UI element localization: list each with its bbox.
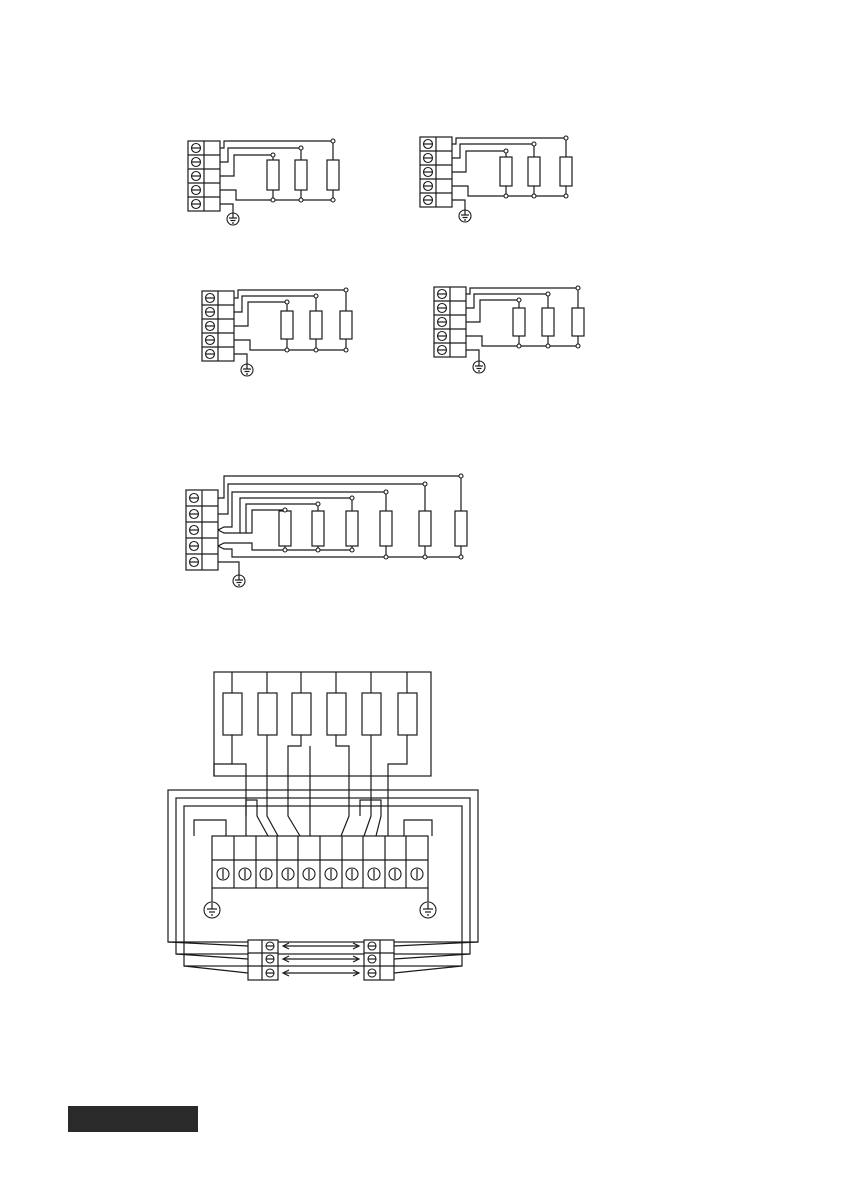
screw-icon — [438, 290, 447, 299]
resistor — [560, 157, 572, 186]
resistor — [380, 511, 392, 546]
earth-icon — [227, 213, 239, 225]
resistor — [542, 308, 554, 336]
resistor — [223, 693, 242, 735]
resistor — [327, 160, 339, 190]
screw-icon — [368, 868, 380, 880]
screw-icon — [206, 336, 215, 345]
diagram-3-load-b — [420, 136, 572, 222]
resistor — [513, 308, 525, 336]
resistor — [572, 308, 584, 336]
screw-icon — [206, 350, 215, 359]
screw-icon — [260, 868, 272, 880]
screw-icon — [346, 868, 358, 880]
screw-icon — [438, 304, 447, 313]
diagram-6-load — [186, 474, 467, 587]
resistor — [419, 511, 431, 546]
earth-icon — [233, 575, 245, 587]
earth-icon — [473, 361, 485, 373]
resistor — [279, 511, 291, 546]
screw-icon — [206, 308, 215, 317]
screw-icon — [438, 346, 447, 355]
terminal-strip — [202, 291, 234, 361]
resistor — [310, 311, 322, 339]
terminal-strip — [420, 137, 452, 207]
screw-icon — [325, 868, 337, 880]
screw-icon — [368, 942, 376, 950]
screw-icon — [190, 510, 199, 519]
diagram-3-load-d — [434, 286, 584, 373]
screw-icon — [192, 172, 201, 181]
terminal-strip — [188, 141, 220, 211]
resistor — [346, 511, 358, 546]
screw-icon — [190, 558, 199, 567]
resistor — [398, 693, 417, 735]
screw-icon — [192, 144, 201, 153]
resistor — [500, 157, 512, 186]
link-connector-left — [248, 940, 278, 980]
screw-icon — [368, 969, 376, 977]
earth-icon — [420, 888, 436, 918]
screw-icon — [424, 140, 433, 149]
resistor — [327, 693, 346, 735]
screw-icon — [424, 196, 433, 205]
resistor — [528, 157, 540, 186]
resistor — [455, 511, 467, 546]
resistor — [267, 160, 279, 190]
screw-icon — [424, 154, 433, 163]
screw-icon — [438, 332, 447, 341]
terminal-block — [212, 836, 428, 888]
screw-icon — [206, 294, 215, 303]
screw-icon — [192, 186, 201, 195]
link-connector-right — [364, 940, 394, 980]
terminal-strip — [186, 490, 218, 570]
resistor — [362, 693, 381, 735]
resistor — [312, 511, 324, 546]
screw-icon — [266, 969, 274, 977]
footer-bar — [68, 1106, 198, 1132]
link-arrows — [283, 943, 359, 976]
earth-icon — [241, 364, 253, 376]
screw-icon — [303, 868, 315, 880]
screw-icon — [424, 168, 433, 177]
screw-icon — [282, 868, 294, 880]
earth-icon — [459, 210, 471, 222]
resistor — [281, 311, 293, 339]
diagram-3-load-c — [202, 288, 352, 376]
diagram-3-load-a — [188, 139, 339, 225]
screw-icon — [389, 868, 401, 880]
earth-icon — [204, 888, 220, 918]
resistor — [258, 693, 277, 735]
screw-icon — [192, 200, 201, 209]
screw-icon — [368, 955, 376, 963]
screw-icon — [190, 542, 199, 551]
diagram-terminal-block — [168, 672, 478, 980]
terminal-strip — [434, 287, 466, 357]
screw-icon — [438, 318, 447, 327]
screw-icon — [190, 494, 199, 503]
screw-icon — [266, 955, 274, 963]
resistor — [292, 693, 311, 735]
screw-icon — [192, 158, 201, 167]
screw-icon — [424, 182, 433, 191]
screw-icon — [239, 868, 251, 880]
screw-icon — [217, 868, 229, 880]
screw-icon — [411, 868, 423, 880]
screw-icon — [190, 526, 199, 535]
wires — [168, 942, 478, 973]
resistor — [295, 160, 307, 190]
screw-icon — [206, 322, 215, 331]
screw-icon — [266, 942, 274, 950]
resistor — [340, 311, 352, 339]
